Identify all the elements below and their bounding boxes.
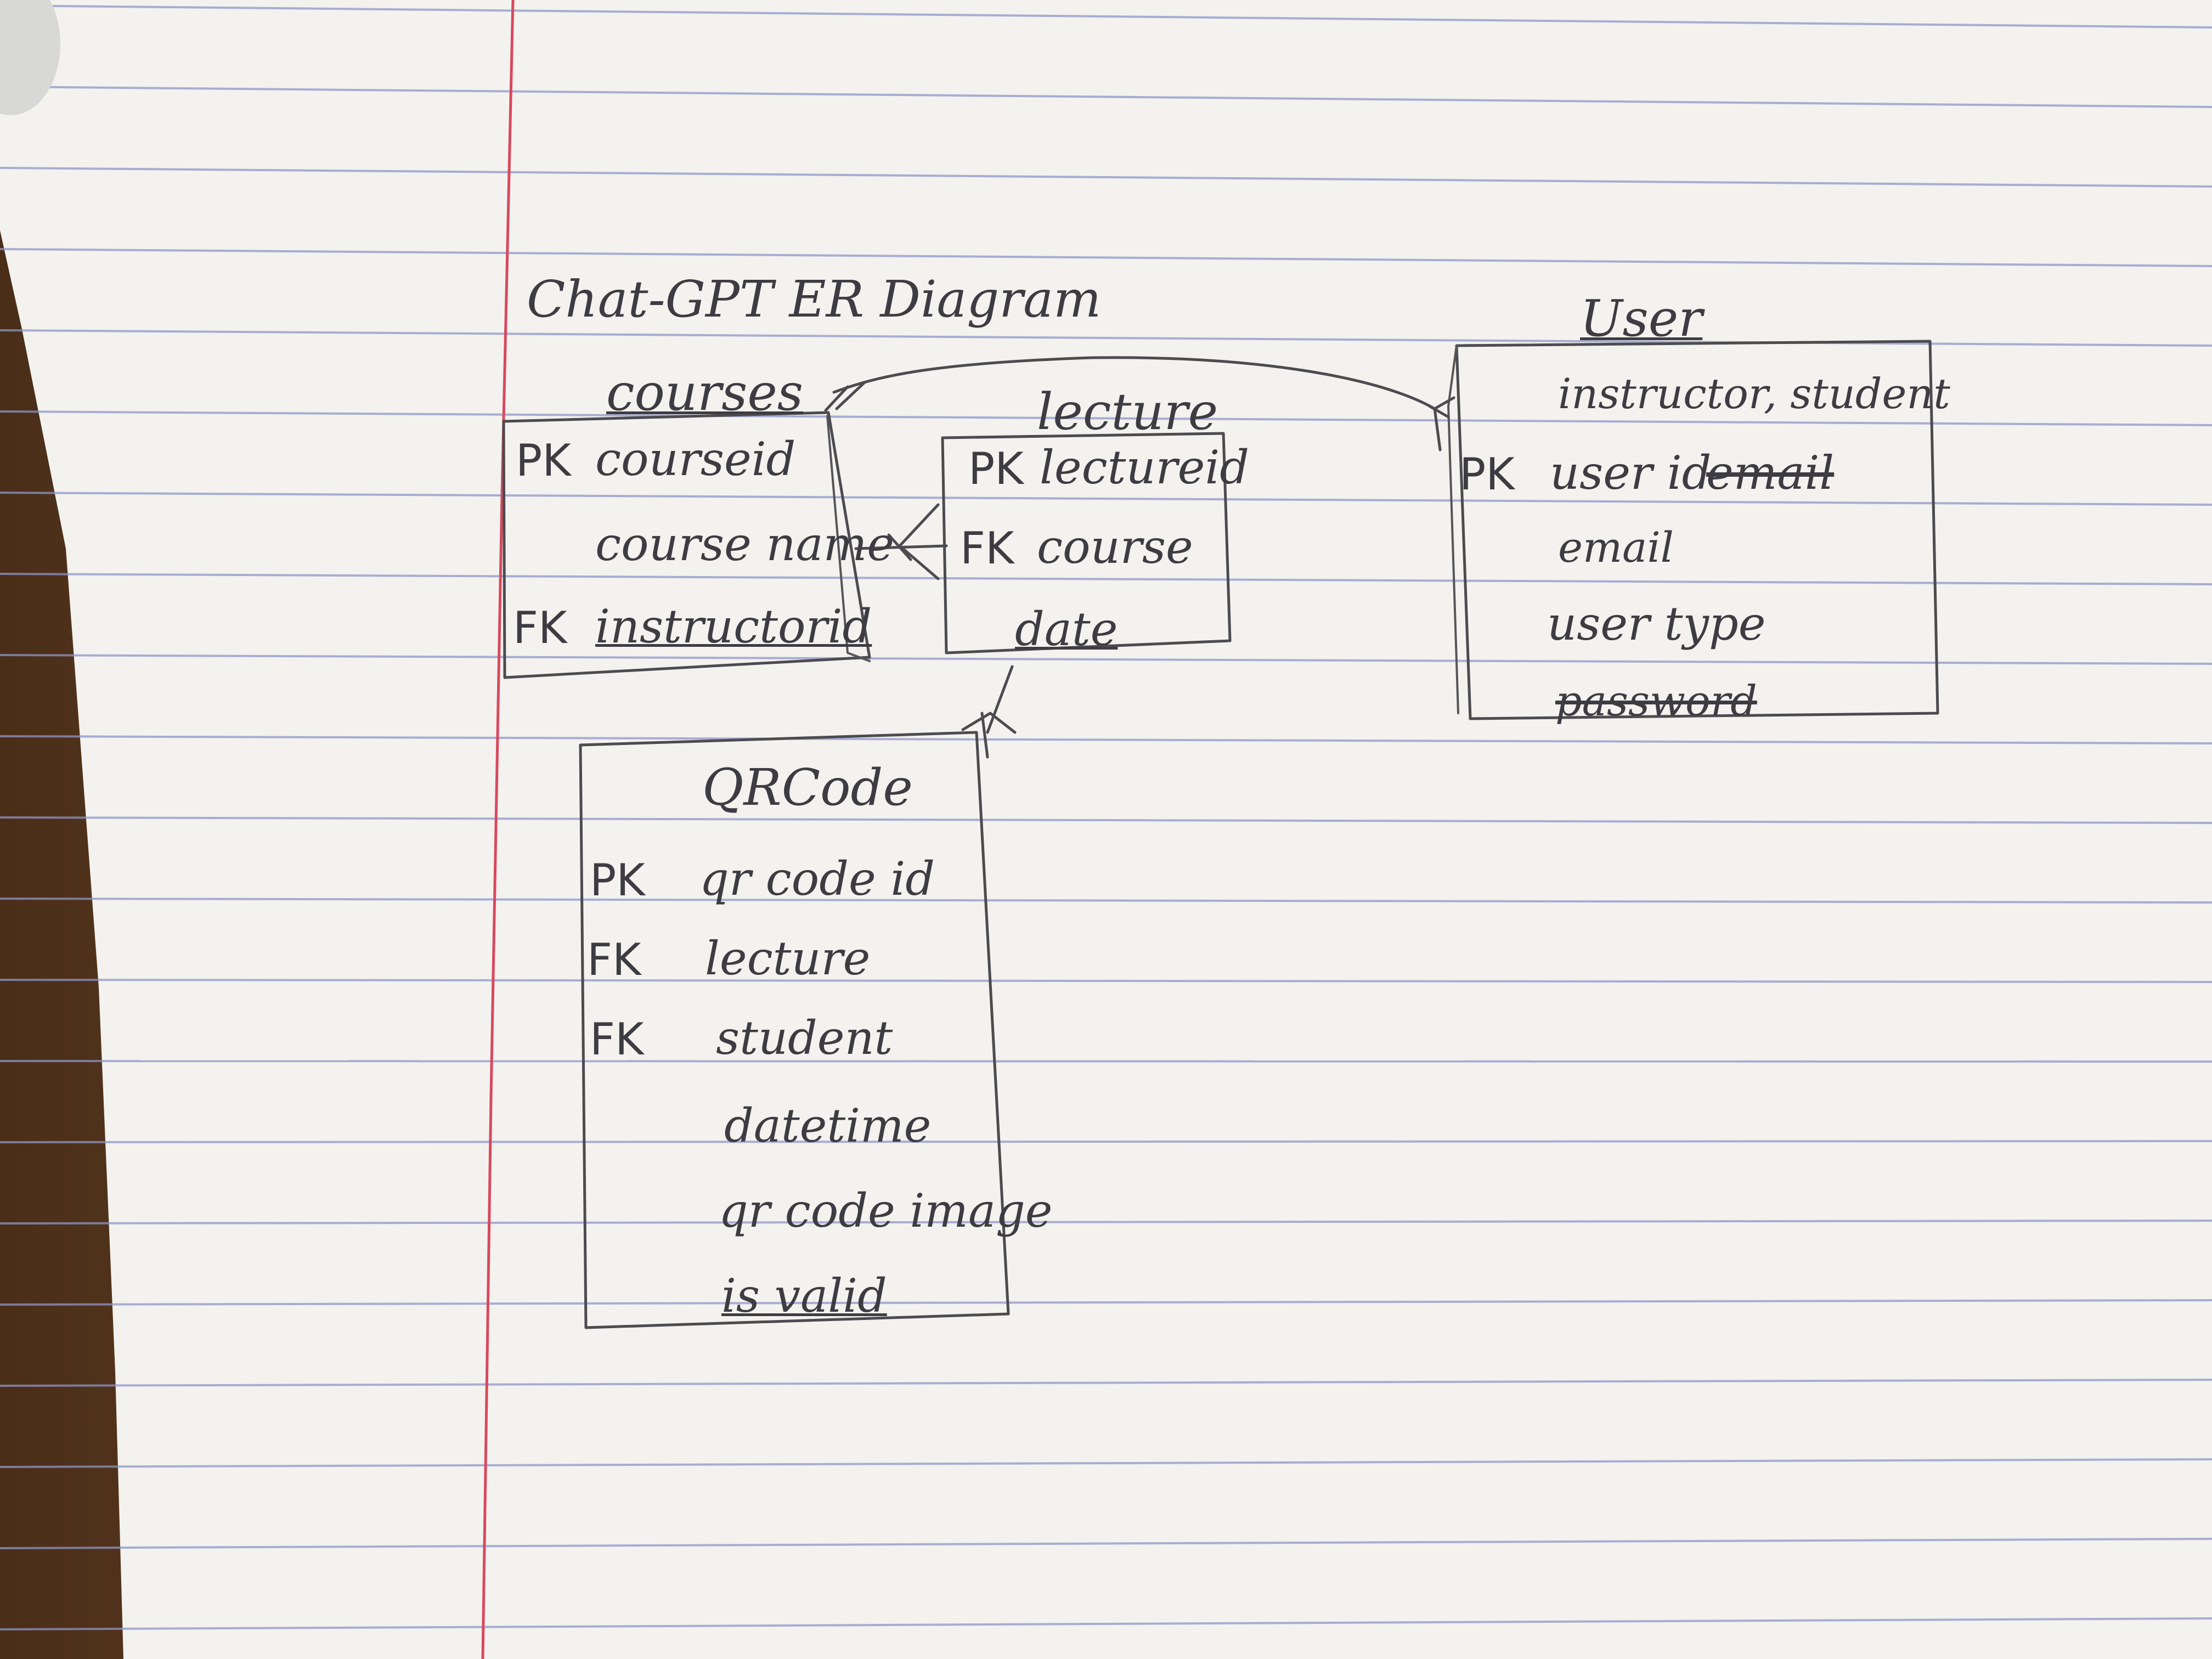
rule-line — [0, 86, 2212, 108]
rule-lines — [0, 4, 2212, 1630]
rule-line — [0, 4, 2212, 29]
qrcode-field-is-valid: is valid — [721, 1269, 887, 1323]
corner-shadow — [0, 0, 60, 115]
courses-entity-name: courses — [606, 363, 804, 422]
courses-entity-box — [502, 411, 871, 679]
user-type-note: instructor, student — [1558, 369, 1950, 418]
qrcode-key-3: FK — [590, 1014, 644, 1065]
rule-line — [0, 410, 2212, 426]
courses-field-instructorid: instructorid — [595, 600, 872, 653]
lecture-field-course: course — [1037, 520, 1193, 574]
qrcode-field-qr-code-id: qr code id — [699, 852, 935, 906]
user-key-1: PK — [1459, 449, 1515, 500]
margin-line — [481, 0, 515, 1659]
user-entity-box — [1455, 340, 1939, 720]
rule-line — [0, 898, 2212, 904]
rule-line — [0, 248, 2212, 267]
rule-line — [0, 979, 2212, 983]
courses-key-3: FK — [513, 602, 567, 653]
qrcode-field-qr-code-image: qr code image — [719, 1184, 1053, 1238]
rule-line — [0, 1458, 2212, 1468]
rule-line — [0, 1140, 2212, 1143]
qrcode-entity-name: QRCode — [702, 758, 913, 817]
courses-key-1: PK — [516, 435, 571, 486]
rule-line — [0, 735, 2212, 744]
relationship-courses-user — [832, 356, 1436, 410]
lecture-key-1: PK — [968, 443, 1024, 494]
qrcode-field-lecture: lecture — [705, 932, 871, 985]
lecture-entity-box — [941, 432, 1232, 654]
qrcode-field-student: student — [716, 1011, 893, 1065]
rule-line — [0, 573, 2212, 585]
rule-line — [0, 167, 2212, 188]
lecture-entity-name: lecture — [1037, 382, 1218, 441]
rule-line — [0, 816, 2212, 824]
diagram-title: Chat-GPT ER Diagram — [527, 270, 1102, 329]
user-field-password: password — [1555, 676, 1757, 725]
rule-line — [0, 1060, 2212, 1063]
lecture-field-date: date — [1015, 602, 1118, 656]
rule-line — [0, 492, 2212, 506]
user-field-email: email — [1558, 523, 1674, 572]
rule-line — [0, 1299, 2212, 1306]
user-entity-name: User — [1580, 289, 1703, 348]
qrcode-entity-box — [579, 731, 1010, 1329]
rule-line — [0, 1538, 2212, 1549]
rule-line — [0, 654, 2212, 665]
rule-line — [0, 1617, 2212, 1630]
rule-line — [0, 1220, 2212, 1224]
courses-field-course-name: course name — [595, 517, 894, 571]
user-field-user-id: user id — [1550, 446, 1712, 500]
lecture-field-lectureid: lectureid — [1040, 441, 1249, 494]
qrcode-key-1: PK — [590, 855, 645, 906]
lecture-key-2: FK — [960, 523, 1014, 574]
user-field-struck-email: email — [1706, 446, 1835, 500]
qrcode-key-2: FK — [587, 934, 641, 985]
qrcode-field-datetime: datetime — [724, 1099, 932, 1153]
rule-line — [0, 1379, 2212, 1387]
courses-field-courseid: courseid — [595, 432, 796, 486]
relationship-lecture-qrcode — [986, 665, 1014, 734]
user-field-user-type: user type — [1547, 597, 1766, 651]
